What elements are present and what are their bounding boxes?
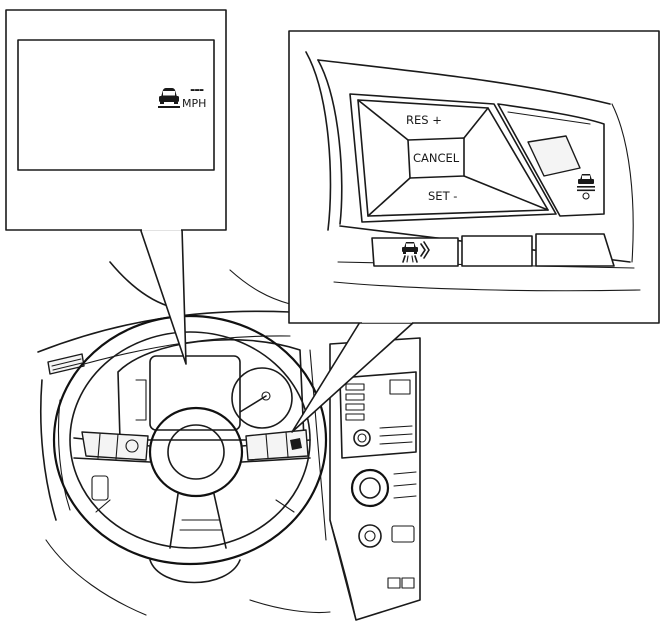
blank-button-right[interactable] [535,233,615,267]
res-plus-label: RES + [406,113,442,127]
lower-switch-row [371,233,615,267]
meter-display-callout: --- MPH [5,9,227,365]
console-buttons [345,379,411,421]
cruise-rocker-switch: RES + CANCEL SET - [349,93,557,223]
cancel-label: CANCEL [413,151,460,165]
vehicle-distance-icon [402,241,430,263]
dashboard-scene [37,261,421,621]
left-air-vent [47,353,85,375]
set-minus-label: SET - [428,189,457,203]
instrument-cluster [117,338,305,441]
steering-switch-callout: RES + CANCEL SET - [288,30,660,433]
cruise-main-switch[interactable] [497,103,605,217]
center-console [309,337,421,621]
set-speed-dashes: --- [190,83,204,98]
intelligent-cruise-control-icon [158,88,180,108]
cruise-main-switch-icon [577,174,595,200]
steering-wheel [52,314,328,584]
left-steering-switches [81,431,149,461]
blank-button-middle[interactable] [461,235,533,267]
speed-unit-label: MPH [182,97,206,110]
right-steering-switches [245,429,309,461]
